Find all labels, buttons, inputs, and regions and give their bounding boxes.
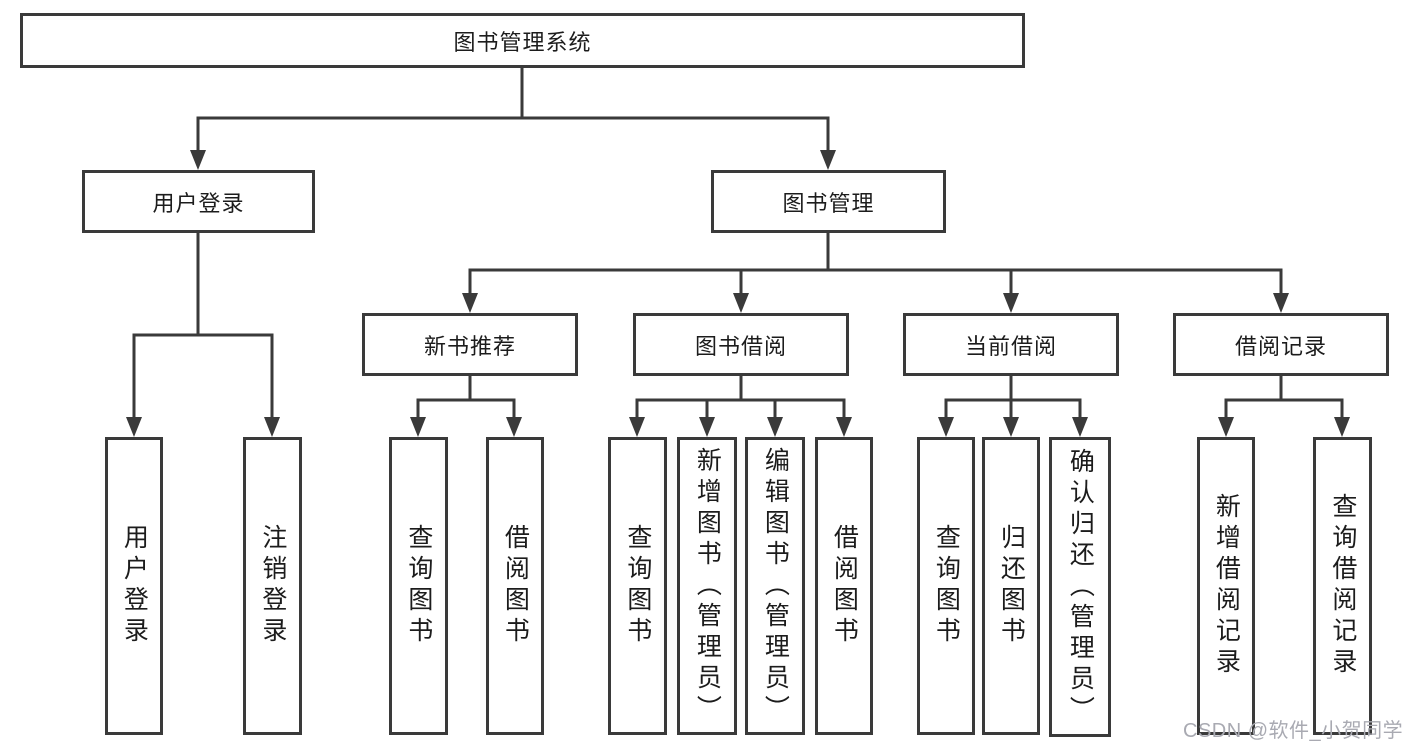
node-current-borrowing: 当前借阅 (903, 313, 1119, 376)
node-label: 图书借阅 (694, 333, 787, 359)
node-add-borrow-record: 新增借阅记录 (1197, 437, 1255, 735)
node-query-books: 查询图书 (389, 437, 448, 735)
node-return-books: 归还图书 (982, 437, 1040, 735)
node-query-books: 查询图书 (608, 437, 667, 735)
node-borrow-records: 借阅记录 (1173, 313, 1389, 376)
node-label: 查询图书 (932, 524, 961, 648)
node-query-books: 查询图书 (917, 437, 975, 735)
node-label: 归还图书 (997, 524, 1026, 648)
node-label: 当前借阅 (964, 333, 1057, 359)
node-label: 注销登录 (258, 524, 287, 648)
node-new-book-recommend: 新书推荐 (362, 313, 578, 376)
node-user-login-leaf: 用户登录 (105, 437, 163, 735)
node-label: 查询借阅记录 (1328, 493, 1357, 679)
node-label: 新书推荐 (423, 333, 516, 359)
node-label: 确认归还（管理员） (1066, 447, 1095, 727)
node-edit-book-admin: 编辑图书（管理员） (745, 437, 805, 735)
node-book-management: 图书管理 (711, 170, 946, 233)
node-logout: 注销登录 (243, 437, 302, 735)
node-label: 借阅图书 (501, 524, 530, 648)
node-label: 图书管理系统 (453, 29, 592, 55)
node-borrow-books: 借阅图书 (486, 437, 544, 735)
node-label: 用户登录 (120, 524, 149, 648)
node-add-book-admin: 新增图书（管理员） (677, 437, 737, 735)
node-label: 新增借阅记录 (1212, 493, 1241, 679)
node-user-login: 用户登录 (82, 170, 315, 233)
node-label: 借阅记录 (1234, 333, 1327, 359)
node-query-borrow-record: 查询借阅记录 (1313, 437, 1372, 735)
node-confirm-return-admin: 确认归还（管理员） (1049, 437, 1111, 737)
node-borrow-books: 借阅图书 (815, 437, 873, 735)
node-book-borrowing: 图书借阅 (633, 313, 849, 376)
node-library-system: 图书管理系统 (20, 13, 1025, 68)
node-label: 查询图书 (404, 524, 433, 648)
node-label: 新增图书（管理员） (693, 446, 722, 726)
node-label: 编辑图书（管理员） (761, 446, 790, 726)
node-label: 查询图书 (623, 524, 652, 648)
node-label: 图书管理 (782, 190, 875, 216)
node-label: 借阅图书 (830, 524, 859, 648)
watermark: CSDN @软件_小贺同学 (1183, 720, 1404, 742)
node-label: 用户登录 (152, 190, 245, 216)
